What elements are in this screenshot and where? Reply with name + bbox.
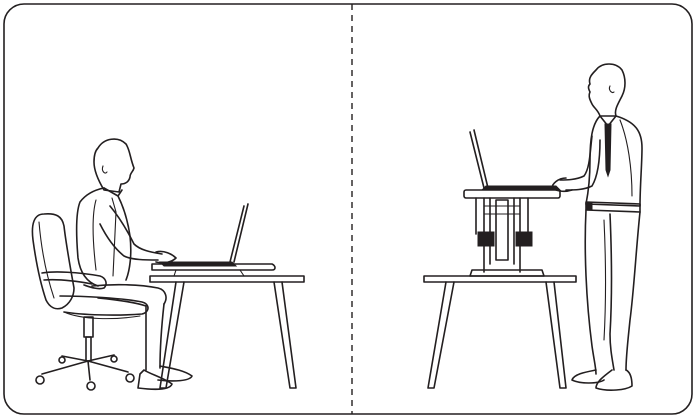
standing-panel xyxy=(423,63,643,391)
office-chair-icon xyxy=(31,213,149,391)
desk-icon xyxy=(149,275,305,389)
standing-desk-icon xyxy=(423,275,577,389)
laptop-icon xyxy=(151,203,276,277)
laptop-icon-raised xyxy=(469,129,562,191)
sitting-panel xyxy=(31,138,305,391)
desk-riser-icon xyxy=(463,189,561,277)
standing-person-icon xyxy=(551,63,643,391)
frame-border xyxy=(3,3,693,415)
